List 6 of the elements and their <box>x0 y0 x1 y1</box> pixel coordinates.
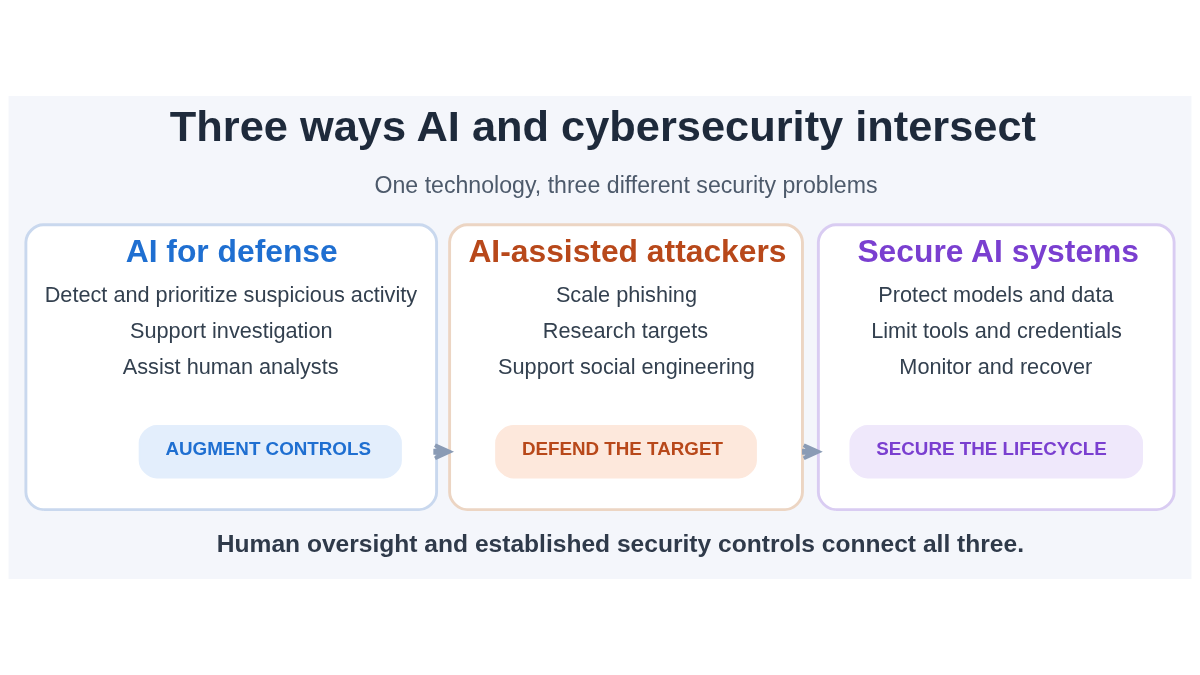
node-box: AUGMENT CONTROLS <box>138 425 402 479</box>
label: One technology, three different security problems <box>374 171 878 198</box>
diagram-title: Three ways AI and cybersecurity intersect <box>169 101 1037 150</box>
node-box: SECURE THE LIFECYCLE <box>849 425 1143 479</box>
node-box: DEFEND THE TARGET <box>495 425 757 479</box>
caption: Human oversight and established security controls connect all three. <box>216 529 1024 557</box>
